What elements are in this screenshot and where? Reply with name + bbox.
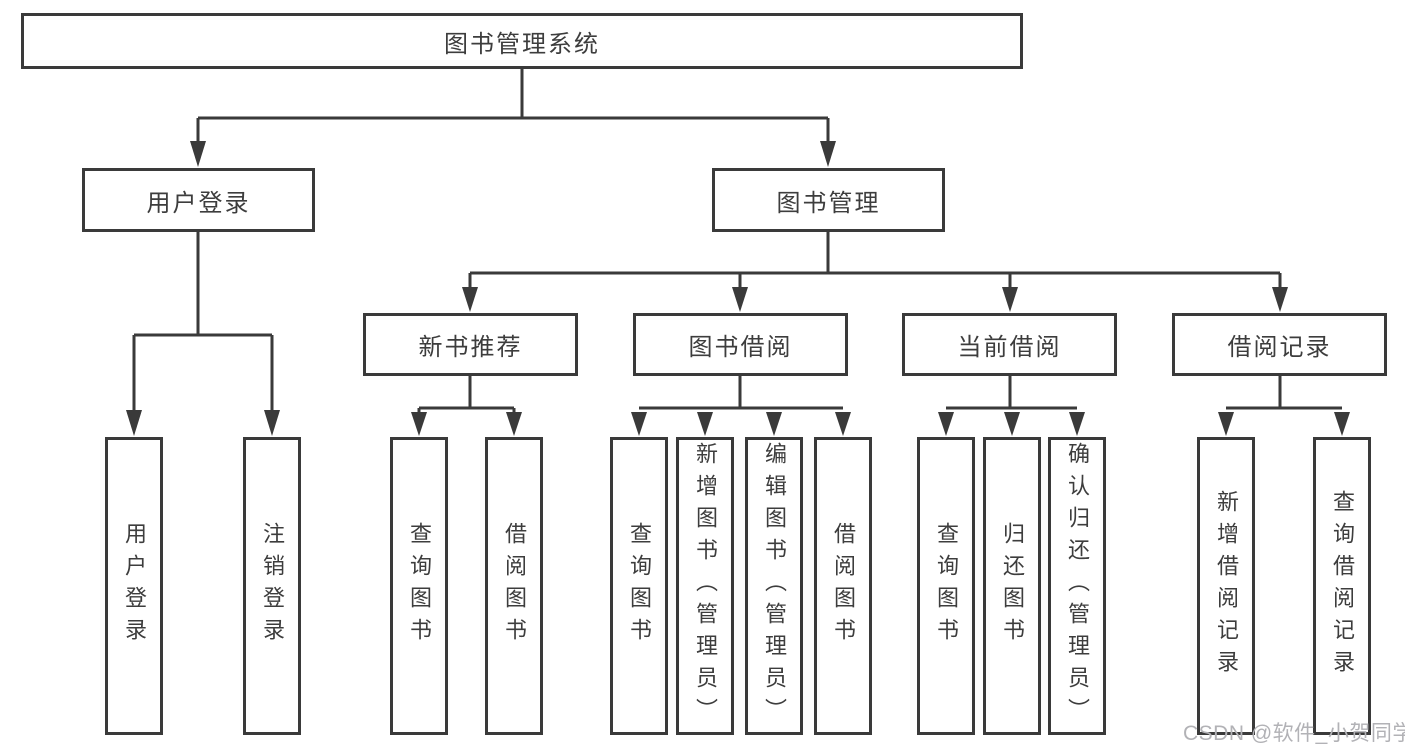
node-label: 图书管理 xyxy=(776,189,881,217)
leaf-borrow-books-recommend: 借阅图书 xyxy=(485,437,543,735)
leaf-query-books-current: 查询图书 xyxy=(917,437,975,735)
leaf-add-books-admin: 新增图书（管理员） xyxy=(676,437,734,735)
node-label: 借阅图书 xyxy=(831,522,856,650)
node-label: 查询图书 xyxy=(934,522,959,650)
node-book-management-branch: 图书管理 xyxy=(712,168,945,232)
node-user-login-branch: 用户登录 xyxy=(82,168,315,232)
node-borrowing-records: 借阅记录 xyxy=(1172,313,1387,376)
node-label: 用户登录 xyxy=(146,189,251,217)
node-label: 编辑图书（管理员） xyxy=(762,442,787,730)
node-label: 图书管理系统 xyxy=(444,30,600,58)
leaf-query-books-recommend: 查询图书 xyxy=(390,437,448,735)
node-label: 确认归还（管理员） xyxy=(1065,442,1090,730)
node-label: 图书借阅 xyxy=(688,334,793,361)
leaf-query-borrow-record: 查询借阅记录 xyxy=(1313,437,1371,735)
node-label: 新增图书（管理员） xyxy=(693,442,718,730)
csdn-watermark: CSDN @软件_小贺同学 xyxy=(1183,722,1405,745)
node-label: 查询图书 xyxy=(627,522,652,650)
node-label: 注销登录 xyxy=(260,522,285,650)
node-label: 查询借阅记录 xyxy=(1330,490,1355,682)
leaf-logout: 注销登录 xyxy=(243,437,301,735)
node-current-borrowing: 当前借阅 xyxy=(902,313,1117,376)
leaf-borrow-books: 借阅图书 xyxy=(814,437,872,735)
leaf-edit-books-admin: 编辑图书（管理员） xyxy=(745,437,803,735)
node-label: 查询图书 xyxy=(407,522,432,650)
leaf-query-books-borrow: 查询图书 xyxy=(610,437,668,735)
node-label: 归还图书 xyxy=(1000,522,1025,650)
leaf-confirm-return-admin: 确认归还（管理员） xyxy=(1048,437,1106,735)
node-library-management-system: 图书管理系统 xyxy=(21,13,1023,69)
node-label: 借阅图书 xyxy=(502,522,527,650)
node-label: 借阅记录 xyxy=(1227,334,1332,361)
leaf-add-borrow-record: 新增借阅记录 xyxy=(1197,437,1255,735)
node-label: 用户登录 xyxy=(122,522,147,650)
node-label: 新书推荐 xyxy=(418,334,523,361)
leaf-return-books: 归还图书 xyxy=(983,437,1041,735)
node-new-book-recommendation: 新书推荐 xyxy=(363,313,578,376)
node-label: 当前借阅 xyxy=(957,334,1062,361)
leaf-user-login: 用户登录 xyxy=(105,437,163,735)
node-label: 新增借阅记录 xyxy=(1214,490,1239,682)
node-book-borrowing: 图书借阅 xyxy=(633,313,848,376)
